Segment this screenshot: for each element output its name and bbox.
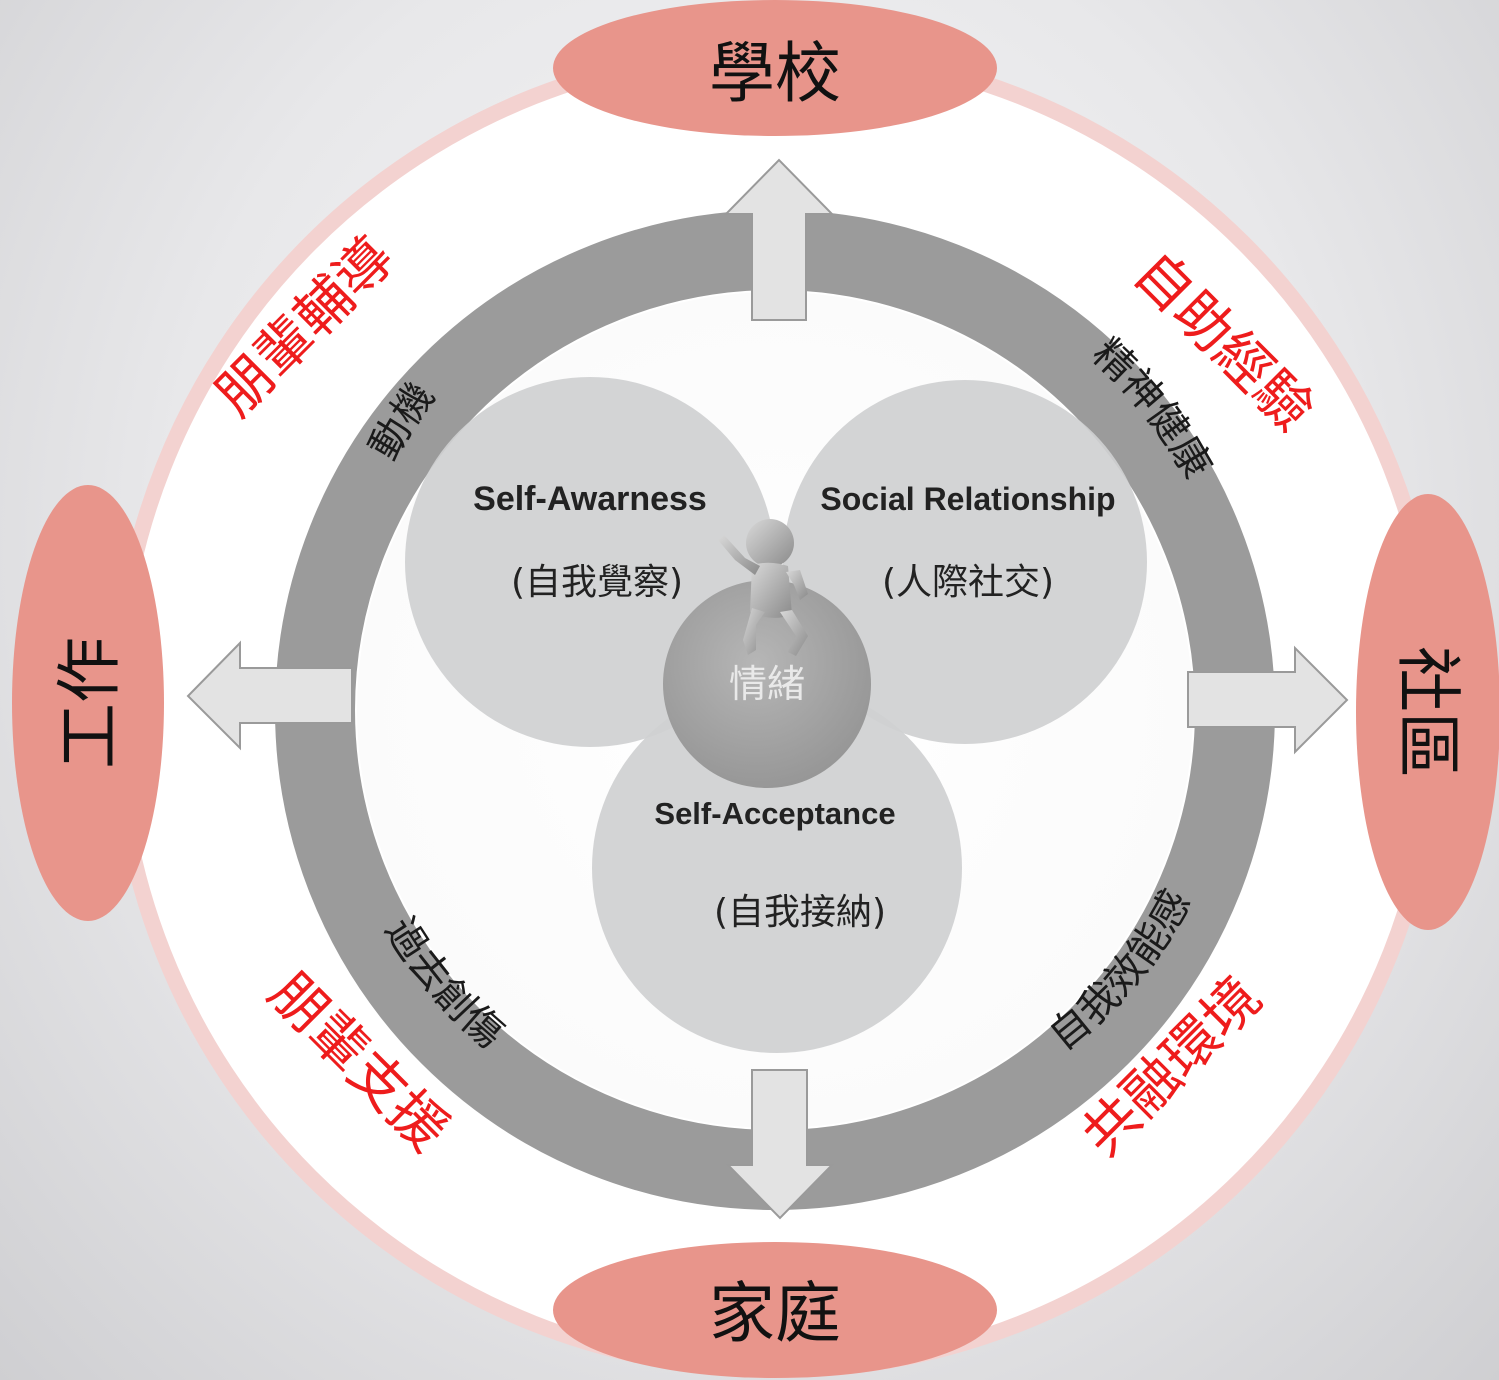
environment-community-ellipse [1356, 494, 1499, 930]
social-relationship-title: Social Relationship [820, 481, 1115, 517]
environment-community-label: 社區 [1389, 646, 1466, 778]
social-relationship-subtitle: (人際社交) [882, 562, 1054, 603]
arrow-right [1187, 645, 1349, 755]
self-acceptance-circle [592, 683, 962, 1053]
emotion-center-circle [663, 580, 871, 788]
environment-school-ellipse [553, 0, 997, 136]
self-acceptance-subtitle: (自我接納) [714, 892, 886, 933]
environment-school-label: 學校 [709, 35, 841, 112]
self-awareness-title: Self-Awarness [473, 480, 707, 518]
social-relationship-circle [783, 380, 1147, 744]
environment-family-label: 家庭 [709, 1275, 841, 1352]
environment-work-ellipse [12, 485, 164, 921]
arrow-left [186, 640, 353, 751]
arrow-down [725, 1069, 835, 1220]
self-awareness-subtitle: (自我覺察) [511, 562, 683, 603]
self-acceptance-title: Self-Acceptance [654, 796, 895, 831]
environment-work-label: 工作 [51, 637, 128, 769]
arrow-up [723, 158, 835, 321]
emotion-center-label: 情緒 [729, 662, 805, 706]
person-figure-icon [718, 519, 808, 656]
environment-family-ellipse [553, 1242, 997, 1378]
